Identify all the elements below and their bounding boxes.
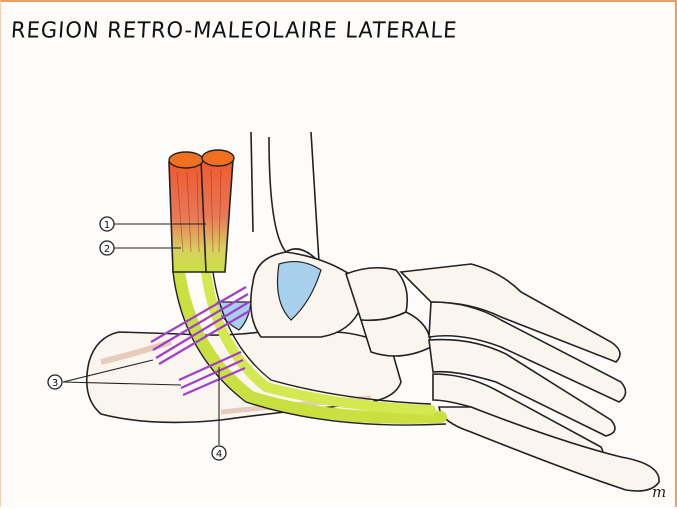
svg-text:1: 1 [104, 220, 110, 231]
peroneal-muscles [169, 150, 234, 272]
callout-4: 4 [212, 446, 226, 460]
leg-bones [251, 132, 321, 264]
svg-text:2: 2 [104, 244, 110, 255]
callout-1: 1 [100, 217, 114, 231]
artist-signature: m [652, 483, 666, 501]
callout-2: 2 [100, 241, 114, 255]
svg-text:3: 3 [52, 378, 58, 389]
callout-3: 3 [48, 375, 62, 389]
talus [213, 252, 362, 337]
svg-text:4: 4 [216, 449, 222, 460]
